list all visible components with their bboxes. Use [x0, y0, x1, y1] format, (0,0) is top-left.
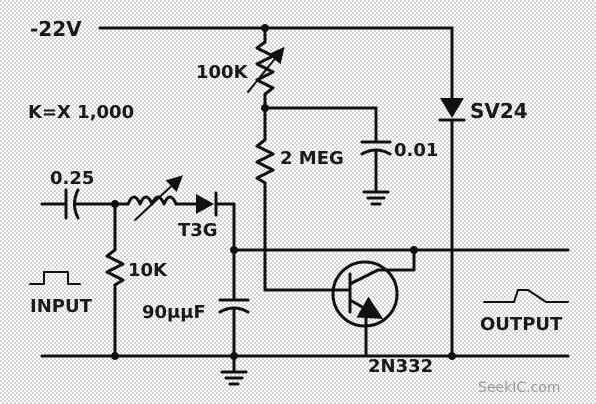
resistor-10k-label: 10K — [128, 260, 168, 281]
variable-inductor — [113, 175, 198, 221]
diode-sv24-label: SV24 — [470, 99, 528, 123]
multiplier-note-label: K=X 1,000 — [28, 102, 134, 123]
resistor-2meg-label: 2 MEG — [280, 148, 344, 169]
junction-dot — [261, 24, 269, 32]
output-pulse-icon — [483, 289, 569, 303]
input-pulse-icon — [29, 271, 81, 285]
ground-symbol — [362, 190, 390, 206]
capacitor-90uuf-label: 90μμF — [142, 302, 206, 323]
resistor-10k — [105, 202, 125, 358]
resistor-100k-label: 100K — [196, 62, 249, 83]
capacitor-90uuf — [218, 248, 250, 358]
wire — [214, 202, 236, 252]
input-label: INPUT — [30, 296, 93, 317]
diode-t3g-label: T3G — [178, 220, 218, 241]
transistor-2n332-label: 2N332 — [368, 356, 433, 377]
watermark-text: SeekIC.com — [478, 380, 560, 396]
supply-voltage-label: -22V — [30, 17, 82, 41]
transistor-2n332 — [331, 248, 416, 358]
capacitor-0-01-label: 0.01 — [394, 140, 438, 161]
capacitor-0-25-label: 0.25 — [50, 168, 94, 189]
output-label: OUTPUT — [480, 314, 563, 335]
capacitor-0-01 — [360, 106, 392, 194]
resistor-2meg — [255, 106, 337, 292]
ground-symbol — [220, 354, 248, 386]
